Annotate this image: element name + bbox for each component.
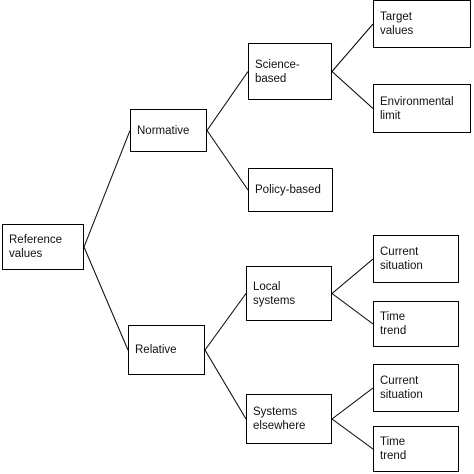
- connector-reference-normative: [83, 130, 131, 248]
- connector-reference-relative: [83, 246, 129, 351]
- connector-normative-science: [206, 71, 249, 131]
- connector-relative-local: [204, 293, 247, 351]
- node-environmental-limit: Environmental limit: [373, 84, 471, 133]
- node-local-systems: Local systems: [246, 266, 332, 321]
- node-elsewhere-current-situation: Current situation: [373, 364, 459, 412]
- connector-local-local-trend: [331, 293, 374, 325]
- connector-local-local-current: [331, 258, 374, 294]
- node-reference-values: Reference values: [2, 224, 84, 270]
- node-local-current-situation: Current situation: [373, 235, 459, 283]
- connector-science-envlimit: [331, 71, 374, 109]
- node-relative: Relative: [128, 325, 205, 375]
- node-policy-based: Policy-based: [248, 168, 333, 212]
- node-normative: Normative: [130, 109, 207, 152]
- node-systems-elsewhere: Systems elsewhere: [246, 394, 332, 444]
- connector-elsewhere-else-current: [331, 387, 374, 420]
- connector-elsewhere-else-trend: [331, 418, 374, 450]
- connector-relative-elsewhere: [204, 349, 247, 420]
- connector-normative-policy: [206, 130, 249, 191]
- node-target-values: Target values: [373, 0, 471, 48]
- node-science-based: Science- based: [248, 43, 332, 100]
- node-local-time-trend: Time trend: [373, 301, 459, 347]
- connector-science-target: [331, 23, 374, 72]
- node-elsewhere-time-trend: Time trend: [373, 426, 459, 472]
